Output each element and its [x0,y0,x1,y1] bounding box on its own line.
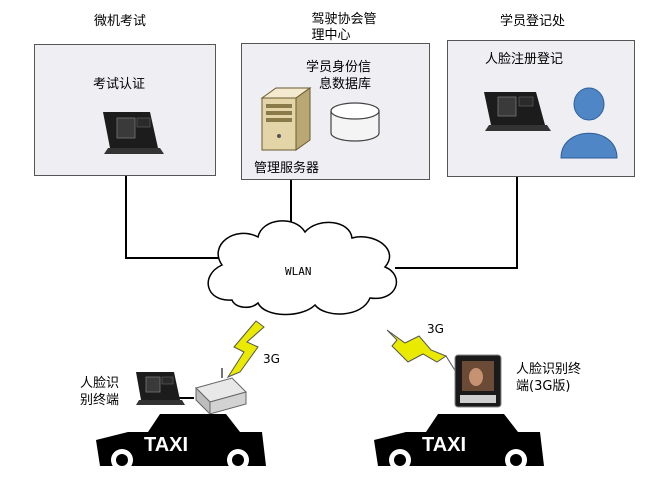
3g-module-icon [195,368,247,416]
lightning-right-icon [386,329,448,363]
taxi-left-icon [96,414,266,471]
taxi-right-terminal-line2: 端(3G版) [516,379,571,394]
lightning-left-icon [226,320,265,379]
taxi-left-terminal-line2: 别终端 [80,393,120,408]
server-label: 管理服务器 [254,161,320,176]
taxi-left-terminal-line1: 人脸识 [80,376,120,391]
taxi-left-label: TAXI [144,434,189,456]
exam-box-label: 考试认证 [93,77,146,92]
db-label-line2: 息数据库 [319,77,372,92]
3g-label-right: 3G [427,322,444,336]
face-terminal-taxi-left-icon [136,372,185,405]
taxi-right-icon [374,414,544,471]
db-label-line1: 学员身份信 [306,60,372,75]
center-header-line2: 理中心 [311,28,351,43]
wlan-label: WLAN [285,265,312,278]
center-header-line1: 驾驶协会管 [311,12,377,27]
3g-label-left: 3G [263,352,280,366]
registration-box-label: 人脸注册登记 [485,52,564,67]
exam-link-line [125,176,222,259]
taxi-right-terminal-line1: 人脸识别终 [516,362,582,377]
exam-site-box [34,44,216,176]
face-terminal-3g-icon [454,354,502,408]
wlan-cloud [207,220,397,316]
taxi-right-label: TAXI [422,434,467,456]
registration-header: 学员登记处 [500,14,566,29]
exam-site-header: 微机考试 [94,14,147,29]
registration-link-line [395,177,518,269]
